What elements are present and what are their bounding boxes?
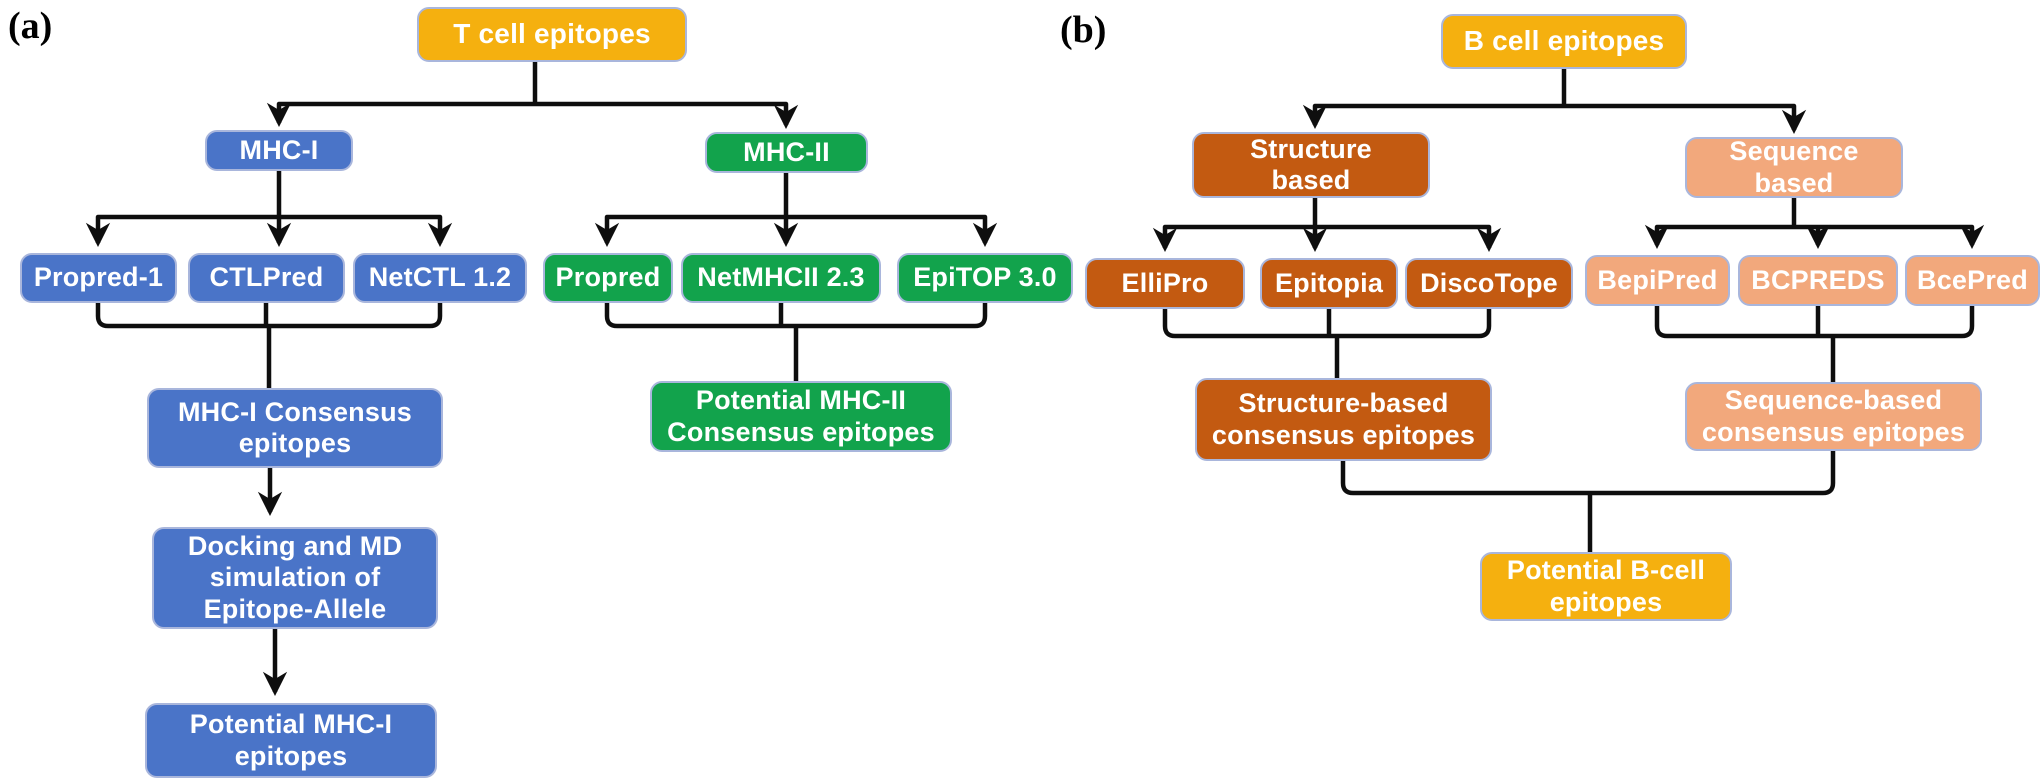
panel-a-label: (a) [8, 5, 53, 47]
node-propred: Propred [543, 253, 673, 303]
arrow-mhc2-to-epitop [786, 214, 998, 248]
node-propred-1: Propred-1 [20, 253, 177, 303]
node-epitop: EpiTOP 3.0 [897, 253, 1073, 303]
arrow-mhc1-to-netctl [279, 214, 453, 248]
node-netctl: NetCTL 1.2 [353, 253, 527, 303]
node-docking-md: Docking and MD simulation of Epitope-All… [152, 527, 438, 629]
node-mhc2: MHC-II [705, 132, 868, 173]
arrow-mhc2-to-propred [594, 214, 786, 248]
arrow-mhc1-to-propred1 [85, 214, 279, 248]
node-t-cell-epitopes: T cell epitopes [417, 7, 687, 62]
connectors-panel-b [1152, 69, 1985, 556]
node-netmhcii: NetMHCII 2.3 [681, 253, 881, 303]
node-bepipred: BepiPred [1585, 255, 1730, 306]
node-mhc1: MHC-I [205, 130, 353, 171]
node-structure-consensus: Structure-based consensus epitopes [1195, 378, 1492, 461]
node-ellipro: ElliPro [1085, 258, 1245, 309]
bracket-mhc2-tools [604, 303, 988, 329]
node-sequence-consensus: Sequence-based consensus epitopes [1685, 382, 1982, 451]
arrow-tcell-to-mhc2 [535, 101, 799, 130]
node-discotope: DiscoTope [1405, 258, 1573, 309]
panel-b-label: (b) [1060, 9, 1107, 51]
node-potential-mhc1: Potential MHC-I epitopes [145, 703, 437, 778]
bracket-sequence-tools [1654, 306, 1975, 339]
arrow-sequence-to-bcepred [1794, 224, 1985, 250]
arrow-bcell-to-sequence [1564, 103, 1807, 135]
node-mhc2-consensus: Potential MHC-II Consensus epitopes [650, 381, 952, 452]
node-potential-bcell: Potential B-cell epitopes [1480, 552, 1732, 621]
sequence-based-label: Sequence based [1729, 136, 1859, 198]
node-epitopia: Epitopia [1260, 258, 1398, 309]
arrow-sequence-to-bepipred [1644, 224, 1794, 250]
connectors-panel-a [85, 62, 998, 697]
node-structure-based: Structure based [1192, 132, 1430, 198]
structure-based-label: Structure based [1250, 133, 1372, 195]
arrow-structure-to-ellipro [1152, 224, 1315, 253]
node-bcpreds: BCPREDS [1738, 255, 1898, 306]
node-sequence-based: Sequence based [1685, 136, 1903, 198]
node-mhc1-consensus: MHC-I Consensus epitopes [147, 388, 443, 468]
node-b-cell-epitopes: B cell epitopes [1441, 14, 1687, 69]
arrow-structure-to-discotope [1315, 224, 1502, 253]
arrow-bcell-to-structure [1302, 103, 1564, 130]
node-bcepred: BcePred [1905, 255, 2040, 306]
arrow-tcell-to-mhc1 [266, 101, 535, 128]
bracket-mhc1-tools [95, 303, 443, 329]
node-ctlpred: CTLPred [188, 253, 345, 303]
